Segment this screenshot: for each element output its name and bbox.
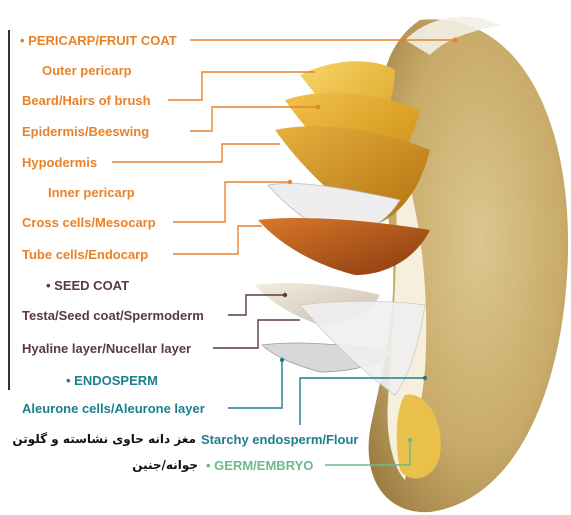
pericarp-dot [453,38,458,43]
aleurone-dot [280,358,284,362]
inner-pericarp-label: Inner pericarp [48,185,135,200]
endosperm-heading: • ENDOSPERM [66,373,158,388]
left-bracket-line [8,30,10,390]
epidermis-label: Epidermis/Beeswing [22,124,149,139]
epidermis-dot [316,105,320,109]
hyaline-label: Hyaline layer/Nucellar layer [22,341,191,356]
tube-cells-label: Tube cells/Endocarp [22,247,148,262]
pericarp-heading: • PERICARP/FRUIT COAT [20,33,177,48]
germ-heading: • GERM/EMBRYO [206,458,313,473]
outer-pericarp-label: Outer pericarp [42,63,132,78]
germ-fa-label: جوانه/جنین [118,458,198,473]
starchy-label: Starchy endosperm/Flour [201,432,358,447]
cross-cells-label: Cross cells/Mesocarp [22,215,156,230]
testa-label: Testa/Seed coat/Spermoderm [22,308,204,323]
testa-dot [283,293,287,297]
germ-dot [408,438,412,442]
starchy-fa-label: مغز دانه حاوی نشاسته و گلوتن [12,432,196,447]
starchy-dot [423,376,427,380]
beard-label: Beard/Hairs of brush [22,93,151,108]
cross-cells-dot [288,180,292,184]
aleurone-label: Aleurone cells/Aleurone layer [22,401,205,416]
hypodermis-label: Hypodermis [22,155,97,170]
seed-coat-heading: • SEED COAT [46,278,129,293]
